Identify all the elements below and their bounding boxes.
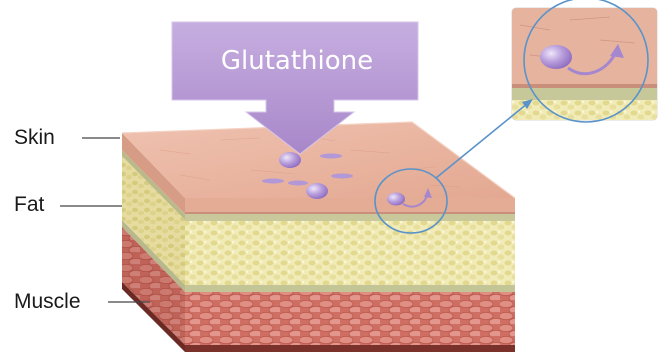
molecule [279, 152, 301, 168]
molecule [331, 174, 353, 179]
fat-label: Fat [14, 194, 44, 215]
molecule [288, 181, 308, 186]
skin-label: Skin [14, 127, 55, 148]
block-front [185, 198, 515, 352]
muscle-label: Muscle [14, 291, 81, 312]
glutathione-label: Glutathione [182, 48, 412, 74]
molecule [306, 183, 328, 199]
molecule [262, 179, 284, 184]
molecule [320, 154, 342, 159]
magnifier-inset [512, 8, 657, 120]
zoom-connector [436, 103, 528, 178]
